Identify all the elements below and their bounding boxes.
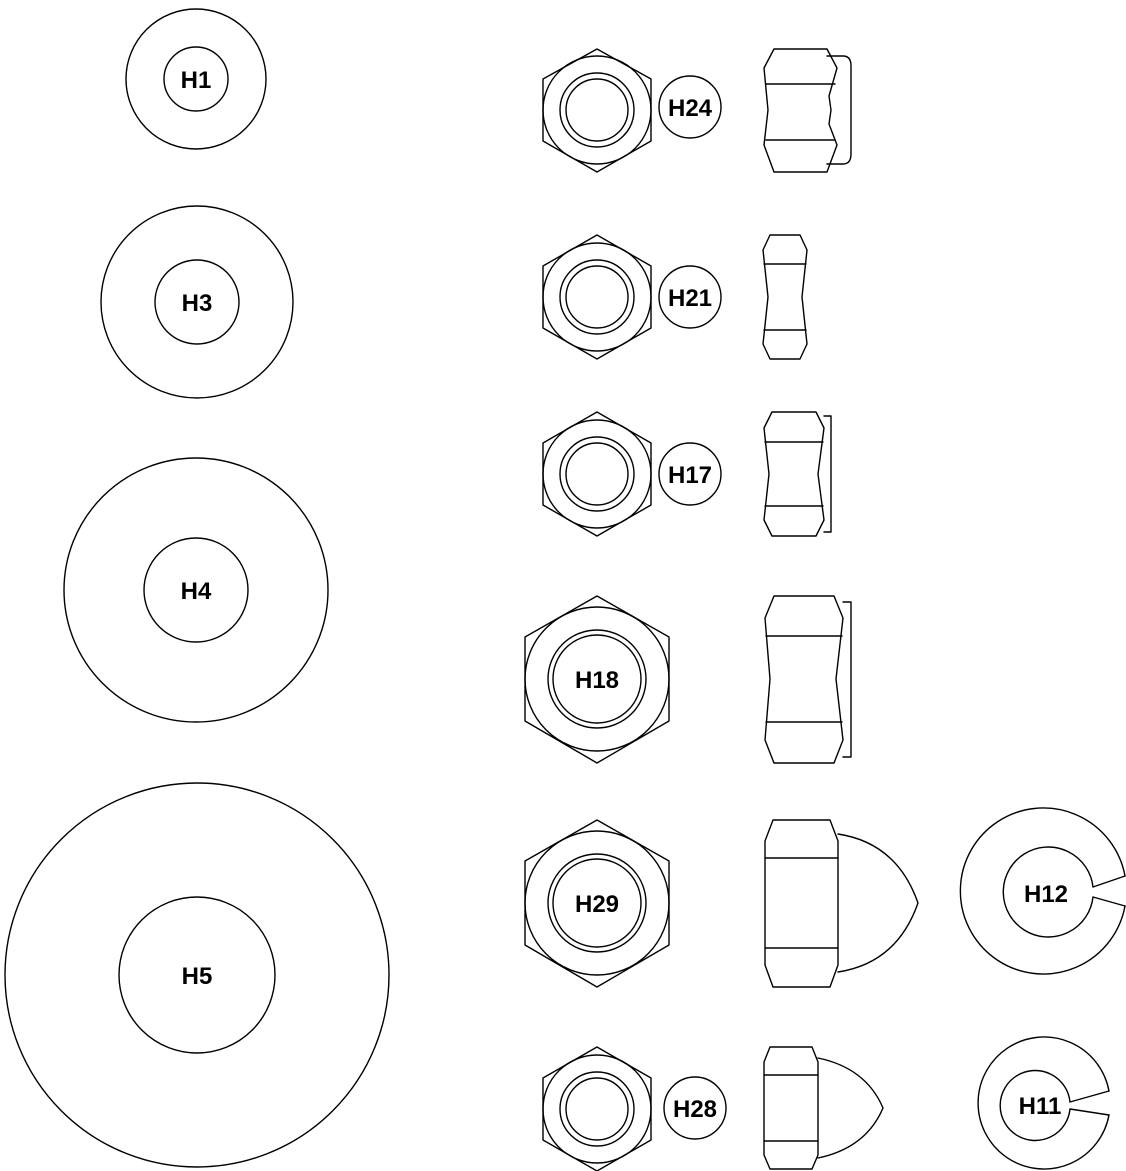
nut-h18: H18 [524,595,852,764]
nut-h28-front-view [542,1046,652,1171]
nut-h29-side-view [764,819,919,988]
nut-h28-side-view [763,1046,884,1170]
nut-h17: H17 [542,411,832,537]
nut-h18-side-view [764,595,852,764]
washer-h5-label: H5 [182,963,213,990]
nut-h21-front-view [542,234,652,360]
nut-h24-label: H24 [668,95,713,122]
washer-h3: H3 [100,205,294,399]
split-washer-h11-label: H11 [1019,1093,1062,1120]
nut-h24-front-view [542,48,652,173]
split-washer-h11: H11 [977,1036,1110,1170]
nut-h17-side-view [763,411,832,537]
nut-h18-label: H18 [575,667,619,694]
nut-h17-label-bubble [658,442,722,506]
nut-h28: H28 [542,1046,884,1171]
washer-h3-label: H3 [182,290,213,317]
washer-h5: H5 [4,782,390,1168]
nut-h18-front-view [524,595,670,764]
washer-h4: H4 [63,457,329,723]
nut-h21-label: H21 [668,285,712,312]
split-washer-h12-label: H12 [1024,881,1068,908]
nut-h21-label-bubble [658,265,722,329]
nut-h24-label-bubble [658,75,722,139]
nut-h28-label: H28 [673,1096,717,1123]
nut-h28-label-bubble [663,1076,727,1140]
nut-h24: H24 [542,48,852,173]
nut-h21: H21 [542,234,808,360]
washer-h4-label: H4 [181,578,212,605]
washer-h1: H1 [125,8,267,150]
nut-h29: H29 [524,819,919,988]
washer-h1-label: H1 [181,67,212,94]
nut-h24-side-view [763,48,852,173]
nut-h29-label: H29 [575,891,619,918]
nut-h29-front-view [524,819,670,988]
nut-h17-label: H17 [668,462,712,489]
split-washer-h12: H12 [959,807,1126,975]
nut-h21-side-view [762,234,808,360]
nut-h17-front-view [542,411,652,537]
